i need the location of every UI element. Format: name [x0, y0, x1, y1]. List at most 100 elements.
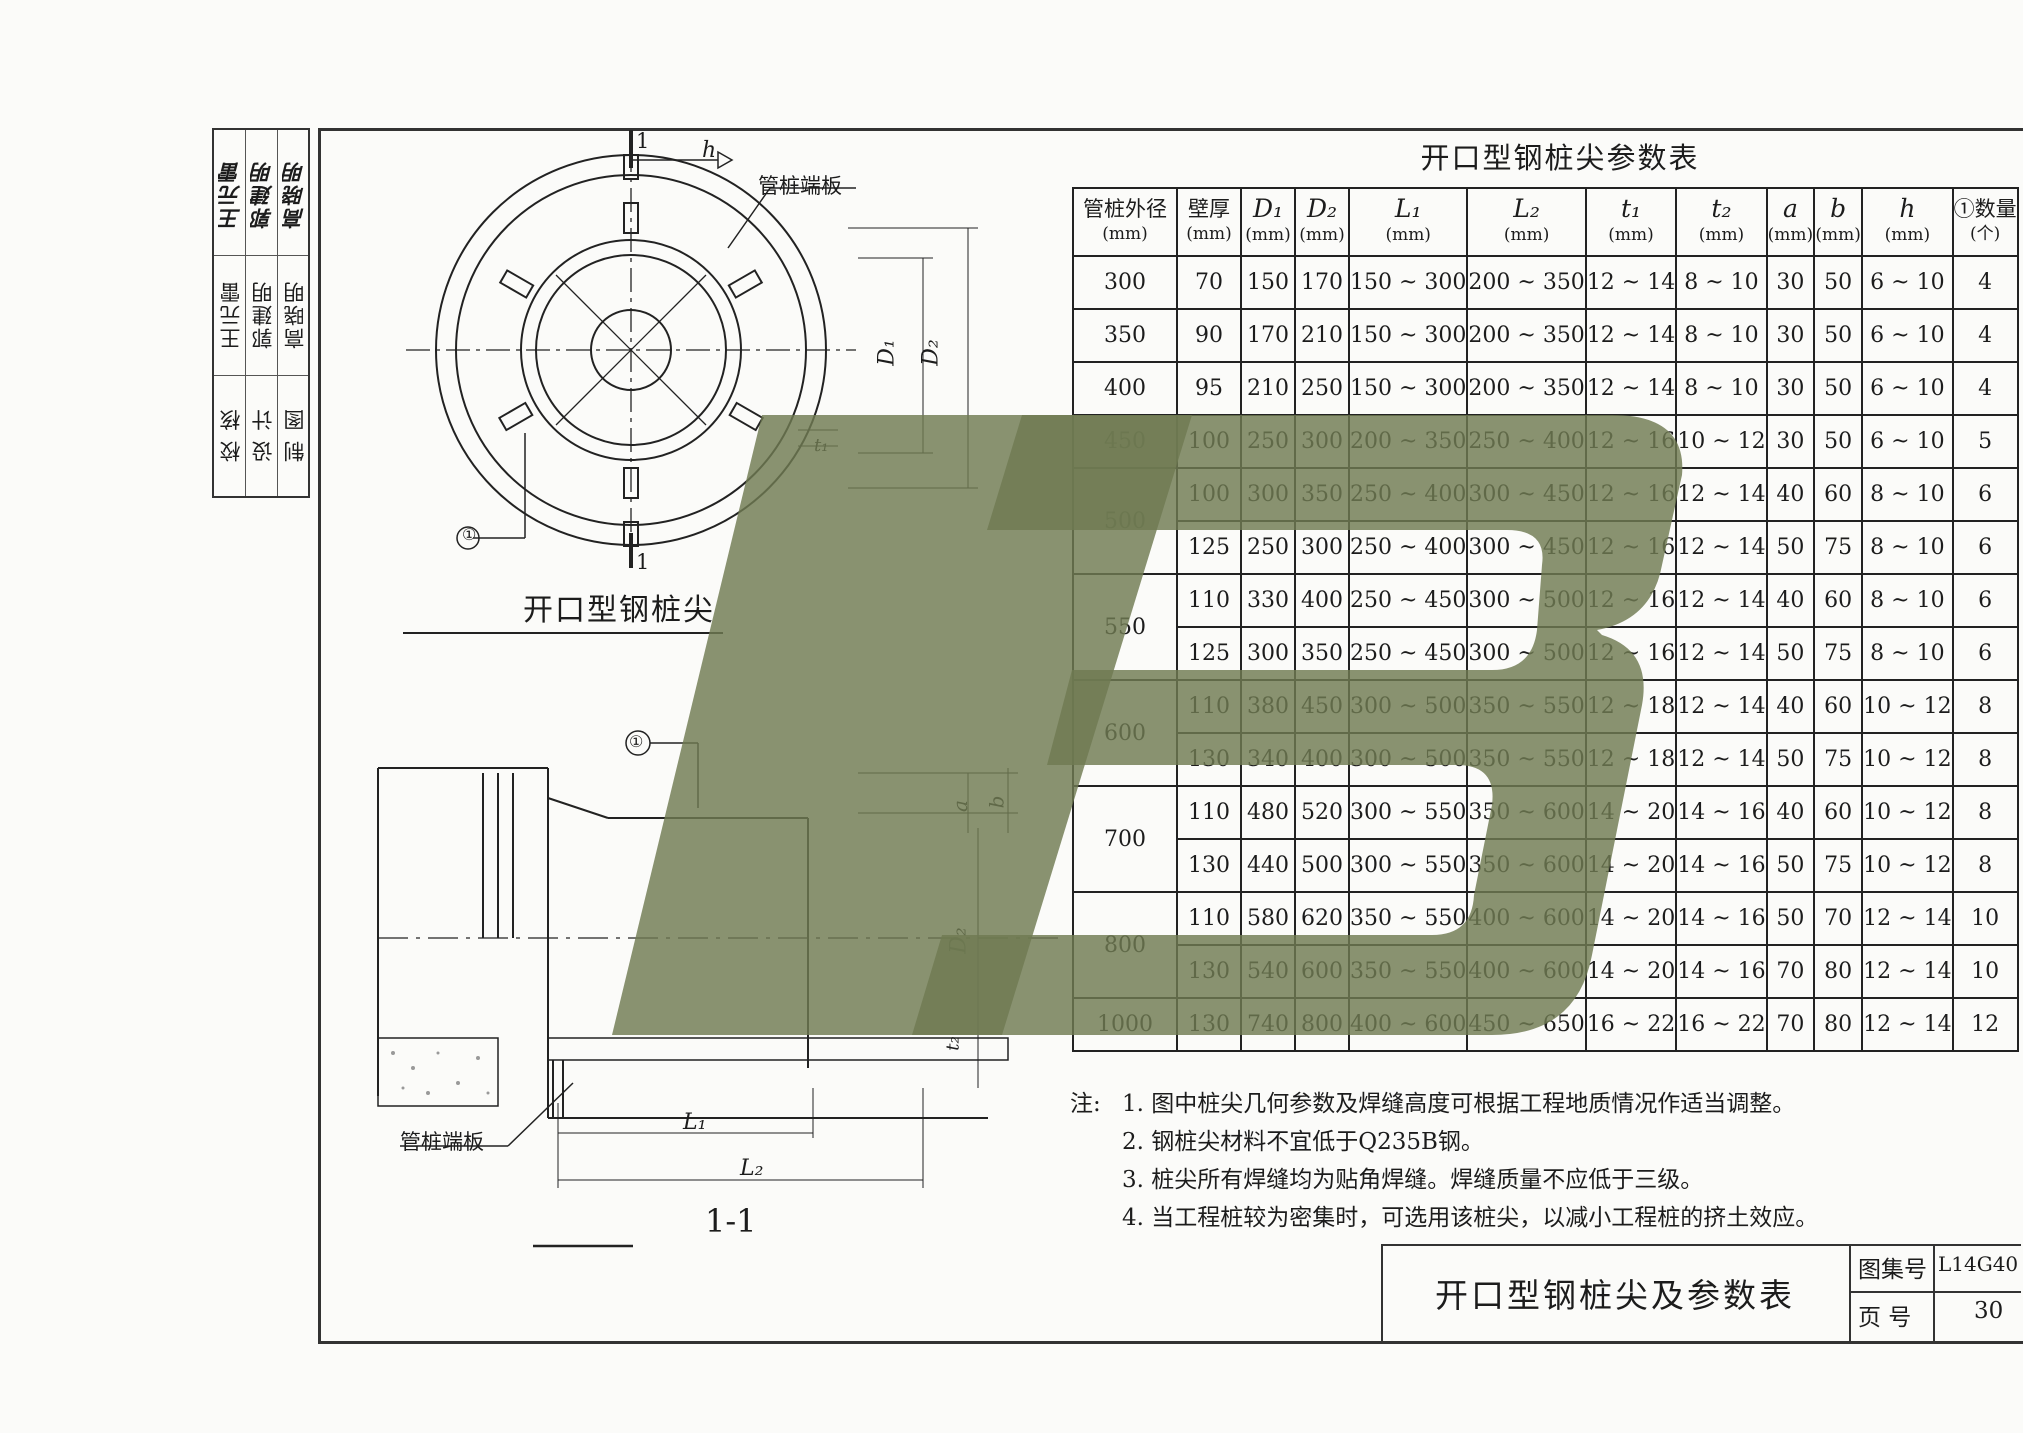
table-cell: 50	[1765, 838, 1816, 893]
table-cell: 70	[1765, 944, 1816, 999]
column-header-unit: (mm)	[1102, 224, 1148, 244]
table-cell: 14 ~ 16	[1675, 891, 1768, 946]
column-header-name: b	[1830, 194, 1847, 223]
table-cell: 520	[1294, 785, 1350, 840]
table-cell: 170	[1240, 308, 1296, 363]
note-item: 4. 当工程桩较为密集时，可选用该桩尖，以减小工程桩的挤土效应。	[1122, 1205, 1819, 1231]
table-cell: 12 ~ 14	[1675, 467, 1768, 522]
section-caption: 1-1	[705, 1202, 757, 1240]
signature-design: 郭建明	[250, 160, 275, 230]
table-cell: 70	[1813, 891, 1864, 946]
table-cell: 14 ~ 16	[1675, 944, 1768, 999]
pile-tip-drawing	[377, 130, 1058, 1248]
table-cell: 50	[1813, 308, 1864, 363]
table-cell: 400	[1072, 361, 1178, 416]
table-cell: 500	[1294, 838, 1350, 893]
table-cell: 250 ~ 450	[1347, 573, 1469, 628]
table-cell: 12 ~ 14	[1861, 944, 1954, 999]
page-label: 页 号	[1858, 1305, 1912, 1331]
table-cell: 60	[1813, 679, 1864, 734]
table-cell: 4	[1951, 308, 2019, 363]
table-cell: 150 ~ 300	[1347, 361, 1469, 416]
column-header-name: t₁	[1620, 194, 1642, 223]
column-header-name: 壁厚	[1188, 197, 1230, 221]
column-header: 管桩外径(mm)	[1072, 187, 1178, 257]
table-cell: 10 ~ 12	[1861, 785, 1954, 840]
table-cell: 150 ~ 300	[1347, 255, 1469, 310]
table-cell: 10 ~ 12	[1861, 679, 1954, 734]
table-cell: 80	[1813, 944, 1864, 999]
column-header: a(mm)	[1765, 187, 1816, 257]
atlas-label: 图集号	[1858, 1257, 1927, 1283]
table-cell: 60	[1813, 467, 1864, 522]
table-cell: 50	[1765, 891, 1816, 946]
table-cell: 300	[1072, 255, 1178, 310]
parameter-table: 管桩外径(mm)壁厚(mm)D₁(mm)D₂(mm)L₁(mm)L₂(mm)t₁…	[1072, 187, 2019, 1052]
column-header-unit: (mm)	[1503, 225, 1550, 245]
drawing-frame	[318, 128, 2023, 1344]
table-cell: 12 ~ 14	[1675, 626, 1768, 681]
table-cell: 110	[1176, 785, 1242, 840]
table-cell: 400	[1294, 573, 1350, 628]
note-item: 1. 图中桩尖几何参数及焊缝高度可根据工程地质情况作适当调整。	[1122, 1091, 1796, 1117]
d2-label-plan: D₂	[918, 339, 944, 366]
table-cell: 350	[1072, 308, 1178, 363]
table-cell: 16 ~ 22	[1584, 997, 1678, 1052]
table-cell: 75	[1813, 520, 1864, 575]
column-header: 壁厚 (mm)	[1176, 187, 1242, 257]
table-cell: 12 ~ 14	[1584, 361, 1678, 416]
plan-caption: 开口型钢桩尖	[523, 593, 715, 628]
table-cell: 200 ~ 350	[1466, 308, 1587, 363]
role-column: 校 核	[214, 130, 246, 496]
table-cell: 700	[1072, 785, 1178, 893]
end-plate-label-section: 管桩端板	[400, 1130, 484, 1154]
page-value: 30	[1974, 1298, 2004, 1324]
column-header-unit: (mm)	[1186, 224, 1232, 244]
table-cell: 330	[1240, 573, 1296, 628]
table-cell: 10	[1951, 891, 2019, 946]
table-cell: 8 ~ 10	[1675, 361, 1768, 416]
column-header-name: ①数量	[1953, 197, 2017, 221]
table-cell: 150 ~ 300	[1347, 308, 1469, 363]
column-header-name: D₂	[1306, 194, 1338, 223]
table-cell: 8	[1951, 679, 2019, 734]
column-header: h(mm)	[1861, 187, 1954, 257]
table-cell: 8	[1951, 838, 2019, 893]
h-label: h	[702, 138, 717, 163]
table-cell: 8 ~ 10	[1861, 467, 1954, 522]
name-design: 郭建明	[251, 280, 275, 350]
column-header: D₂(mm)	[1294, 187, 1350, 257]
column-header: L₁(mm)	[1347, 187, 1469, 257]
role-design: 设 计	[251, 407, 275, 463]
table-cell: 14 ~ 16	[1675, 838, 1768, 893]
column-header-name: h	[1899, 194, 1916, 223]
column-header: b(mm)	[1813, 187, 1864, 257]
table-cell: 14 ~ 16	[1675, 785, 1768, 840]
table-cell: 12 ~ 14	[1584, 255, 1678, 310]
table-cell: 50	[1765, 520, 1816, 575]
table-cell: 8 ~ 10	[1861, 626, 1954, 681]
column-header-unit: (个)	[1969, 224, 2001, 244]
table-title: 开口型钢桩尖参数表	[1420, 141, 1700, 175]
table-cell: 8 ~ 10	[1675, 308, 1768, 363]
watermark-logo	[612, 415, 1683, 1035]
drawing-title: 开口型钢桩尖及参数表	[1381, 1244, 1851, 1342]
table-cell: 110	[1176, 573, 1242, 628]
column-header: t₂(mm)	[1675, 187, 1768, 257]
table-cell: 12	[1951, 997, 2019, 1052]
column-header-unit: (mm)	[1608, 225, 1654, 245]
name-check: 王元雷	[219, 280, 243, 350]
column-header-unit: (mm)	[1245, 225, 1291, 245]
signature-check: 王元雷	[218, 160, 243, 230]
table-cell: 12 ~ 14	[1861, 891, 1954, 946]
column-header-unit: (mm)	[1299, 225, 1345, 245]
title-block	[1381, 1244, 2021, 1344]
table-cell: 4	[1951, 255, 2019, 310]
column-header-name: a	[1782, 194, 1798, 223]
table-cell: 200 ~ 350	[1466, 255, 1587, 310]
column-header: D₁(mm)	[1240, 187, 1296, 257]
table-cell: 30	[1765, 361, 1816, 416]
table-cell: 10	[1951, 944, 2019, 999]
